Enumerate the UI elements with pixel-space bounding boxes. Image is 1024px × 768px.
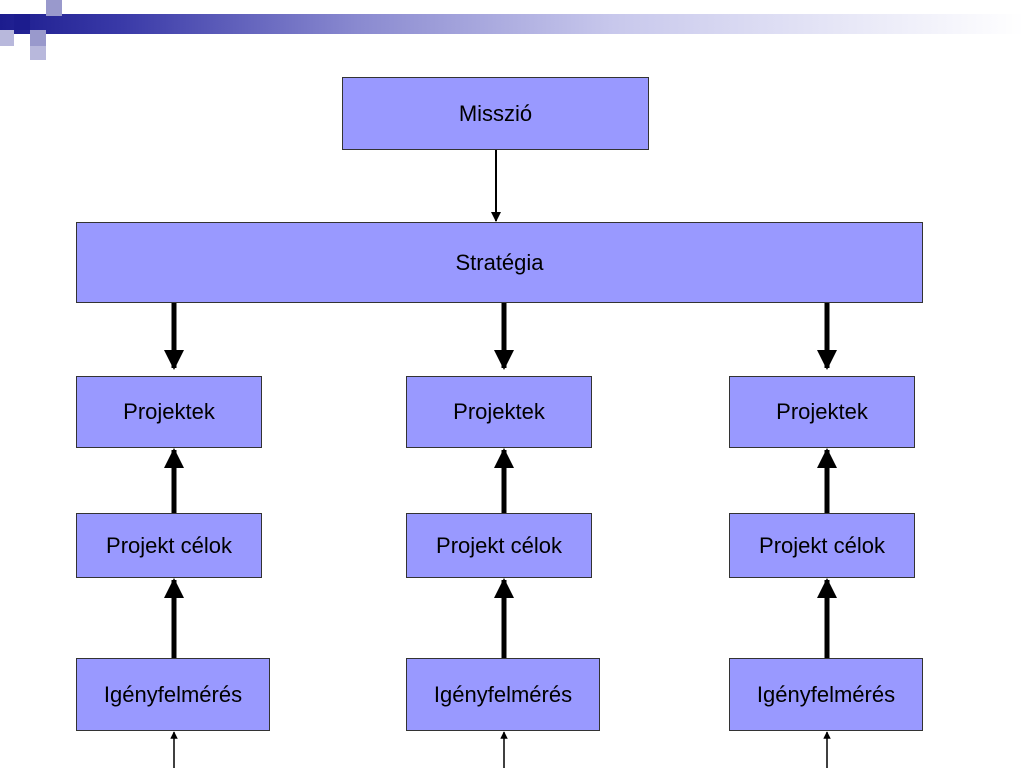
goals-label-2: Projekt célok	[436, 532, 562, 558]
goals-label-1: Projekt célok	[106, 532, 232, 558]
logo-square-dark	[14, 14, 30, 30]
mission-box: Misszió	[342, 77, 649, 150]
strategy-box: Stratégia	[76, 222, 923, 303]
mission-label: Misszió	[458, 100, 533, 126]
goals-box-1: Projekt célok	[76, 513, 262, 578]
needs-label-1: Igényfelmérés	[103, 681, 243, 707]
needs-box-3: Igényfelmérés	[729, 658, 923, 731]
goals-label-3: Projekt célok	[759, 532, 885, 558]
needs-label-2: Igényfelmérés	[433, 681, 573, 707]
goals-box-3: Projekt célok	[729, 513, 915, 578]
projects-label-2: Projektek	[453, 399, 545, 424]
logo-square-light-top	[46, 0, 62, 16]
logo-square-light-left	[0, 30, 14, 46]
needs-box-2: Igényfelmérés	[406, 658, 600, 731]
strategy-label: Stratégia	[455, 249, 544, 275]
header-gradient-band	[0, 14, 1024, 34]
projects-box-2: Projektek	[406, 376, 592, 448]
needs-label-3: Igényfelmérés	[756, 681, 896, 707]
projects-label-1: Projektek	[123, 399, 215, 424]
projects-label-3: Projektek	[776, 399, 868, 424]
logo-square-light-mid	[30, 30, 46, 46]
goals-box-2: Projekt célok	[406, 513, 592, 578]
projects-box-3: Projektek	[729, 376, 915, 448]
projects-box-1: Projektek	[76, 376, 262, 448]
needs-box-1: Igényfelmérés	[76, 658, 270, 731]
logo-square-light-bottom	[30, 46, 46, 60]
